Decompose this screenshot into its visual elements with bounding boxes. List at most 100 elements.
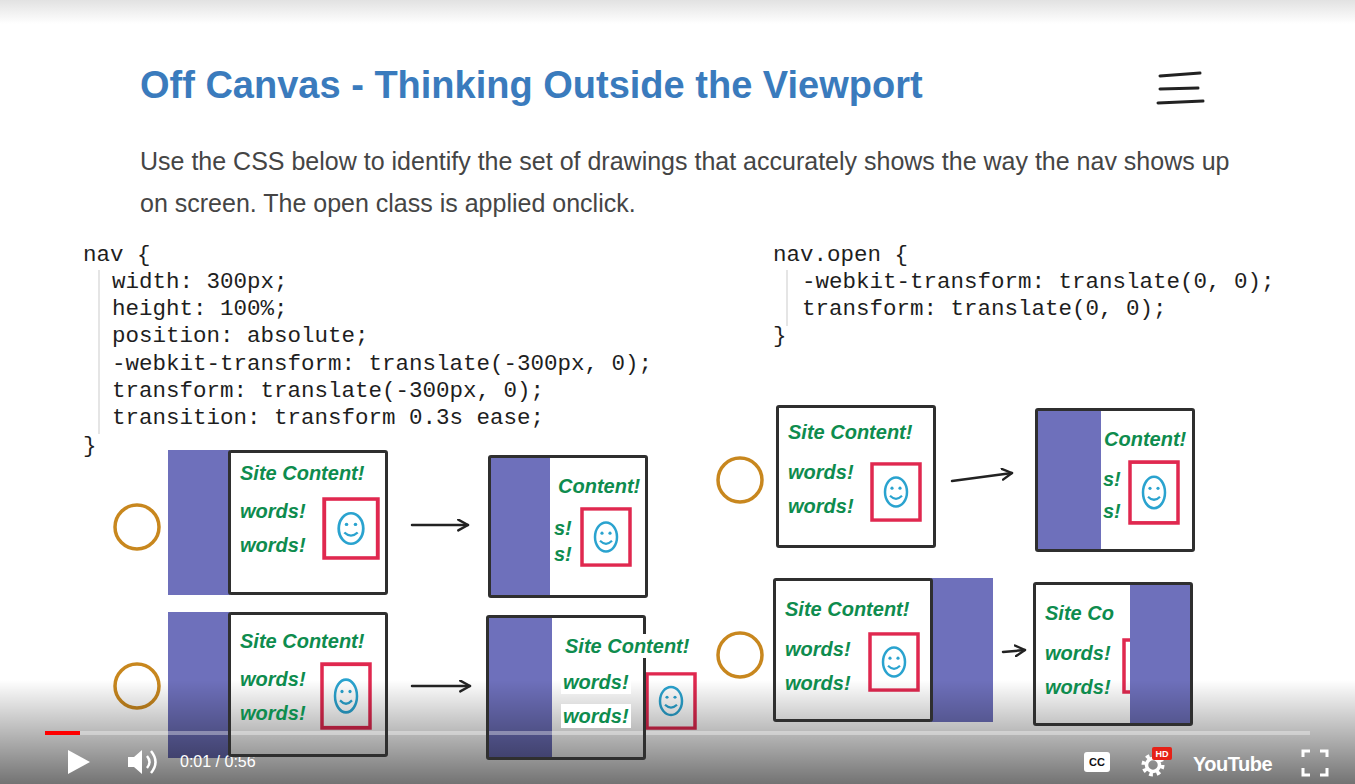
- code-line: nav {: [83, 242, 151, 269]
- nav-panel: [488, 617, 552, 759]
- label-wrap: }: [773, 323, 787, 350]
- code-line: }: [773, 323, 787, 350]
- screen-text: words!: [240, 533, 306, 557]
- screen-text: Content!: [1104, 427, 1186, 451]
- screen-text: s!: [1103, 499, 1121, 523]
- code-line: transform: translate(-300px, 0);: [112, 378, 544, 405]
- youtube-logo: YouTube: [1193, 752, 1272, 776]
- transition-arrow: [412, 524, 468, 527]
- code-line: height: 100%;: [112, 296, 288, 323]
- label-wrap: HD: [1156, 749, 1169, 759]
- screen-text: words!: [785, 637, 851, 661]
- radio-button: [718, 633, 762, 677]
- code-line: }: [83, 433, 97, 460]
- volume-icon: [128, 750, 156, 774]
- instruction-text: Use the CSS below to identify the set of…: [140, 140, 1240, 224]
- gear-teeth: [1144, 756, 1162, 774]
- fullscreen-corner: [1303, 768, 1310, 775]
- screen-text: words!: [1045, 675, 1111, 699]
- top-shade: [0, 0, 1355, 24]
- screen-box: Site Content! words! words!: [773, 578, 933, 722]
- screen-text: s!: [554, 542, 572, 566]
- screen-text: Site Content!: [240, 629, 364, 653]
- label-wrap: Use the CSS below to identify the set of…: [140, 140, 1240, 224]
- screen-box: Site Content!words!words!: [228, 612, 388, 757]
- radio-button: [115, 664, 159, 708]
- speaker-body: [128, 750, 142, 774]
- label-wrap: -webkit-transform: translate(0, 0);: [802, 269, 1275, 296]
- screen-box: Site Content! words! words!: [776, 405, 936, 548]
- label-wrap: -webkit-transform: translate(-300px, 0);: [112, 351, 652, 378]
- transition-arrow: [1003, 650, 1025, 652]
- label-wrap: nav {: [83, 242, 151, 269]
- label-wrap: YouTube: [1193, 752, 1272, 776]
- fullscreen-icon: [1303, 751, 1327, 775]
- hd-badge: [1152, 747, 1172, 760]
- photo-picture: [582, 509, 630, 565]
- photo-picture: [870, 634, 918, 690]
- screen-text: Site Content!: [240, 461, 364, 485]
- label-wrap: transform: translate(-300px, 0);: [112, 378, 544, 405]
- label-wrap: CC: [1089, 756, 1105, 768]
- label-wrap: transition: transform 0.3s ease;: [112, 405, 544, 432]
- progress-track: [45, 731, 1310, 735]
- photo-picture: [322, 664, 370, 728]
- screen-text: words!: [788, 494, 854, 518]
- screen-text: Site Content!: [785, 597, 909, 621]
- hamburger-line: [1158, 101, 1203, 103]
- screen-text: words!: [1045, 641, 1111, 665]
- nav-panel: [490, 457, 550, 597]
- play-icon: [68, 750, 90, 774]
- captions-icon: [1084, 752, 1110, 772]
- label-wrap: transform: translate(0, 0);: [802, 296, 1167, 323]
- screen-box: Site Cowords!words!: [1033, 582, 1193, 726]
- code-line: nav.open {: [773, 242, 908, 269]
- code-line: transition: transform 0.3s ease;: [112, 405, 544, 432]
- screen-box: Content! s! s!: [1035, 408, 1195, 552]
- code-line: width: 300px;: [112, 269, 288, 296]
- screen-text: Site Content!: [788, 420, 912, 444]
- photo-frame: [1124, 640, 1144, 692]
- photo-picture: [872, 464, 920, 520]
- code-line: transform: translate(0, 0);: [802, 296, 1167, 323]
- sound-wave: [151, 751, 156, 773]
- sound-wave: [147, 756, 150, 768]
- nav-panel: [168, 612, 230, 758]
- code-line: -webkit-transform: translate(-300px, 0);: [112, 351, 652, 378]
- screen-text: Site Content!: [563, 634, 691, 658]
- label-wrap: }: [83, 433, 97, 460]
- title-wrap: Off Canvas - Thinking Outside the Viewpo…: [140, 62, 923, 108]
- screen-text: words!: [561, 670, 631, 694]
- radio-buttons: [115, 458, 762, 708]
- radio-button: [718, 458, 762, 502]
- indent-guide: [786, 270, 788, 326]
- hamburger-line: [1160, 73, 1200, 76]
- label-wrap: position: absolute;: [112, 323, 369, 350]
- indent-guide: [98, 270, 100, 434]
- hd-label: HD: [1156, 749, 1169, 759]
- code-line: position: absolute;: [112, 323, 369, 350]
- screen-text: s!: [1103, 467, 1121, 491]
- radio-button: [115, 505, 159, 549]
- nav-panel: [168, 450, 230, 595]
- nav-panel: [1130, 584, 1191, 724]
- screen-box: Site Content!words!words!: [486, 615, 646, 760]
- progress-played: [45, 731, 80, 735]
- photo-picture: [1130, 462, 1178, 523]
- label-wrap: height: 100%;: [112, 296, 288, 323]
- fullscreen-corner: [1320, 768, 1327, 775]
- fullscreen-corner: [1320, 751, 1327, 757]
- nav-panel: [931, 578, 993, 722]
- screen-text: words!: [240, 701, 306, 725]
- gear-ring: [1147, 759, 1160, 772]
- settings-icon: [1144, 756, 1162, 774]
- screen-text: words!: [788, 460, 854, 484]
- label-wrap: nav.open {: [773, 242, 908, 269]
- screen-text: words!: [561, 704, 631, 728]
- controls-shade: [0, 680, 1355, 784]
- photo-pictures: [322, 462, 1178, 728]
- screen-text: words!: [240, 499, 306, 523]
- screen-text: words!: [785, 671, 851, 695]
- label-wrap: width: 300px;: [112, 269, 288, 296]
